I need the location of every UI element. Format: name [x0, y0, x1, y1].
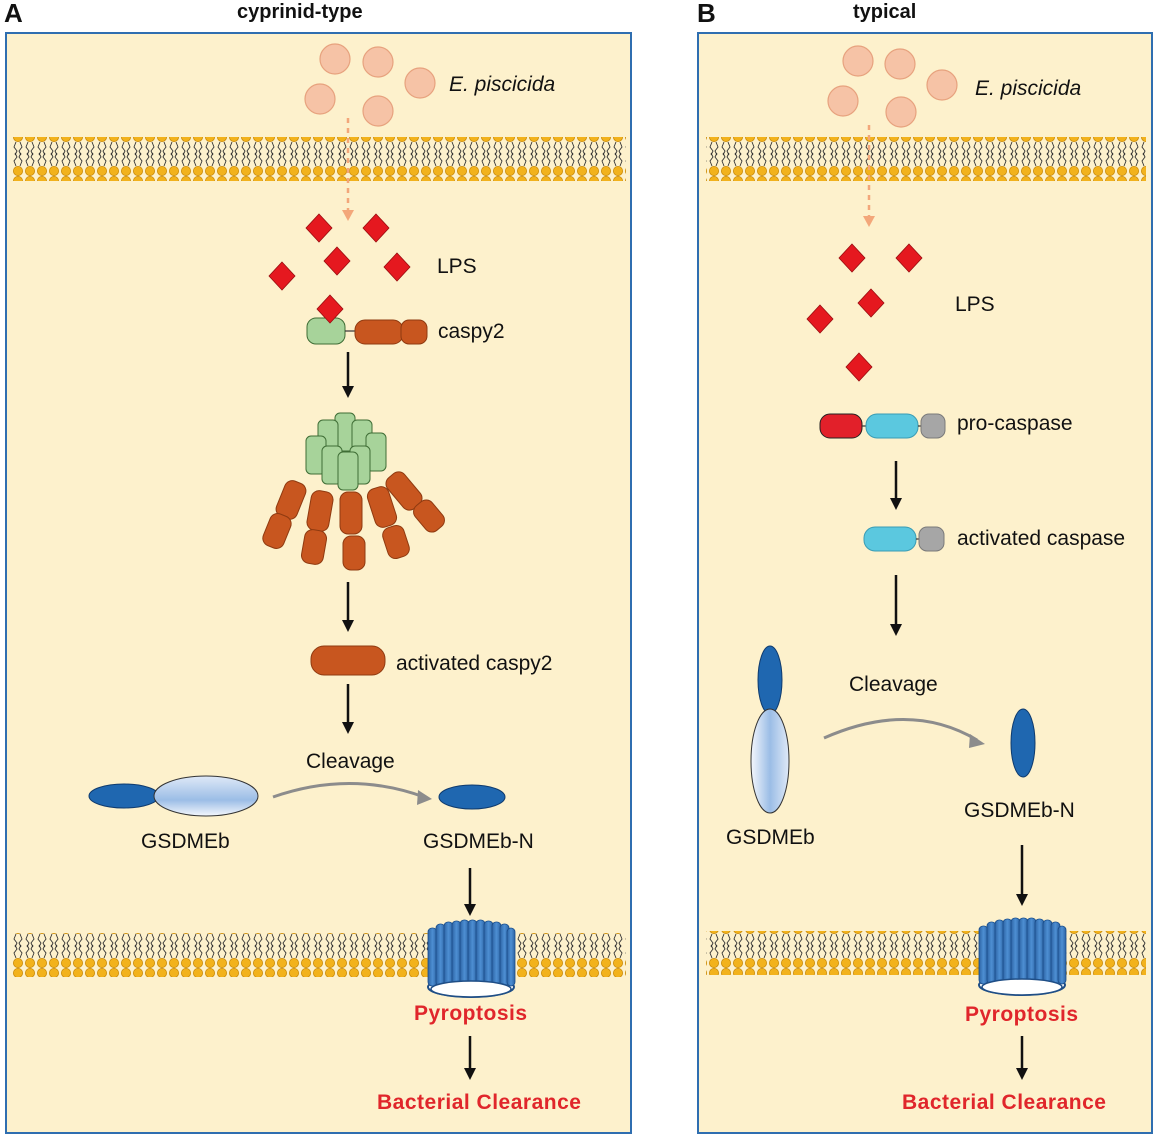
pro-caspase [819, 413, 946, 439]
activated-caspy2-label: activated caspy2 [396, 652, 553, 675]
gsdmeb-n-b [1010, 708, 1036, 778]
bacteria-cluster-b [827, 45, 958, 128]
activated-caspase-label: activated caspase [957, 527, 1126, 550]
panel-a-gsdmeb-label: GSDMEb [141, 830, 230, 853]
lps-b [806, 243, 923, 382]
arrow-a-1 [342, 352, 354, 398]
gsdmeb-n-a [438, 784, 506, 810]
arrow-a-5 [464, 1036, 476, 1080]
panel-b-bacteria-label: E. piscicida [975, 77, 1082, 100]
caspy2-complex [262, 412, 445, 571]
pro-caspase-label: pro-caspase [957, 412, 1073, 435]
membrane-bottom-b [706, 931, 1146, 975]
arrow-b-4 [1016, 1036, 1028, 1080]
arrow-b-1 [890, 461, 902, 510]
membrane-bottom-a [12, 933, 626, 977]
panel-b-gsdmeb-n-label: GSDMEb-N [964, 799, 1075, 822]
cleavage-arrow-b [823, 718, 985, 748]
bacteria-cluster-a [304, 43, 436, 127]
panel-a-title: cyprinid-type [237, 1, 363, 23]
panel-a-pyroptosis-label: Pyroptosis [414, 1002, 528, 1025]
pore-a [427, 919, 516, 998]
cleavage-arrow-a [272, 782, 432, 805]
gsdmeb-full-b [750, 645, 790, 814]
panel-a-cleavage-label: Cleavage [306, 750, 395, 773]
activated-caspy2 [310, 645, 386, 676]
entry-arrow-b [863, 125, 875, 227]
gsdmeb-full-a [88, 775, 259, 817]
panel-b-pyroptosis-label: Pyroptosis [965, 1003, 1079, 1026]
panel-b-cleavage-label: Cleavage [849, 673, 938, 696]
membrane-top-b [706, 137, 1146, 181]
panel-a-clearance-label: Bacterial Clearance [377, 1091, 582, 1114]
arrow-b-3 [1016, 845, 1028, 906]
entry-arrow-a [342, 118, 354, 221]
arrow-a-4 [464, 868, 476, 916]
membrane-top-a [12, 137, 626, 181]
panel-b-gsdmeb-label: GSDMEb [726, 826, 815, 849]
panel-b-lps-label: LPS [955, 293, 995, 316]
activated-caspase [863, 526, 945, 552]
panel-a-lps-label: LPS [437, 255, 477, 278]
lps-a [268, 213, 411, 291]
panel-a-gsdmeb-n-label: GSDMEb-N [423, 830, 534, 853]
panel-a-bacteria-label: E. piscicida [449, 73, 556, 96]
arrow-a-2 [342, 582, 354, 632]
arrow-b-2 [890, 575, 902, 636]
panel-b-letter: B [697, 0, 716, 28]
pore-b [978, 917, 1067, 996]
caspy2-monomer [306, 294, 428, 345]
panel-b-title: typical [853, 1, 917, 23]
caspy2-label: caspy2 [438, 320, 505, 343]
arrow-a-3 [342, 684, 354, 734]
panel-a-letter: A [4, 0, 23, 28]
panel-b-clearance-label: Bacterial Clearance [902, 1091, 1107, 1114]
